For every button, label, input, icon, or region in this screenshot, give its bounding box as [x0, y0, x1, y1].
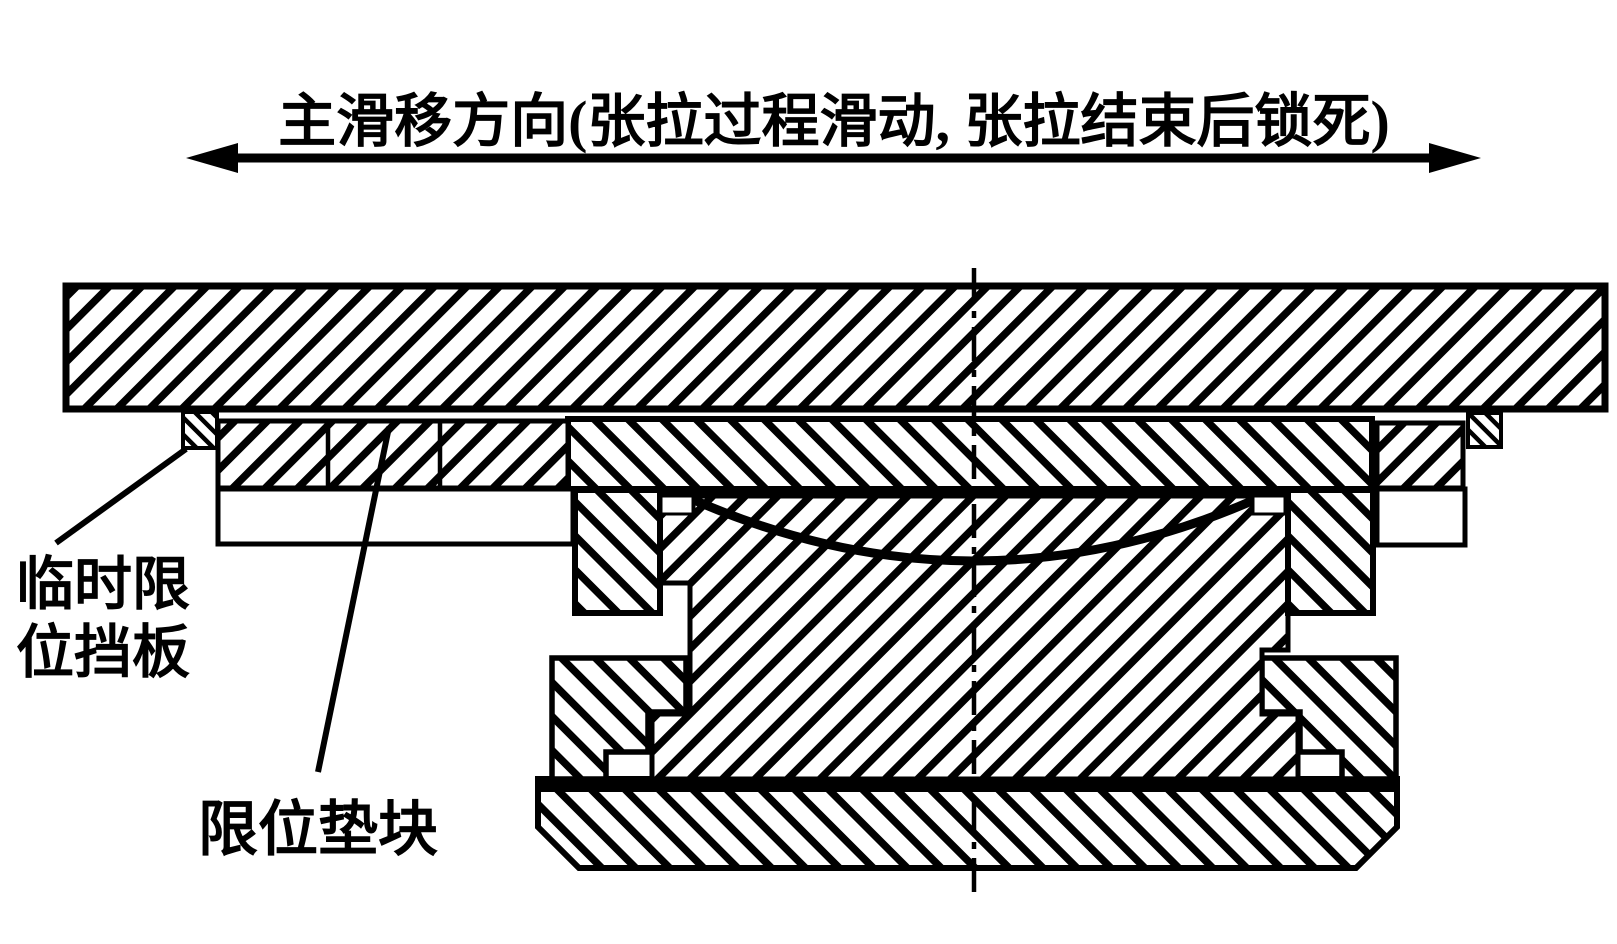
upper-bearing-plate [565, 416, 1375, 493]
top-sole-plate [62, 282, 1609, 413]
right-clearance-notch [1251, 494, 1287, 516]
upper-plate-left-ear [572, 487, 663, 616]
label-limit-spacer: 限位垫块 [198, 797, 438, 863]
leader-line-limit-spacer [315, 426, 392, 773]
left-lower-key-block [549, 655, 689, 782]
left-gap-box [215, 486, 576, 547]
spherical-interface-curve [692, 495, 1256, 566]
left-temporary-limit-baffle [181, 410, 219, 450]
left-clearance-notch [659, 494, 695, 516]
figure-title: 主滑移方向(张拉过程滑动, 张拉结束后锁死) [278, 89, 1390, 154]
left-limit-spacer [215, 418, 571, 491]
arrowhead-right-icon [1429, 143, 1481, 173]
right-limit-spacer [1374, 420, 1466, 491]
label-temp-baffle-line2: 位挡板 [16, 620, 190, 685]
arrowhead-left-icon [186, 143, 238, 173]
right-gap-box [1374, 486, 1468, 548]
upper-plate-right-ear [1285, 487, 1376, 616]
bottom-anchor-plate [535, 776, 1400, 871]
label-temp-baffle-line1: 临时限 [16, 552, 190, 617]
right-temporary-limit-baffle [1466, 411, 1503, 449]
leader-line-temp-baffle [54, 446, 188, 546]
